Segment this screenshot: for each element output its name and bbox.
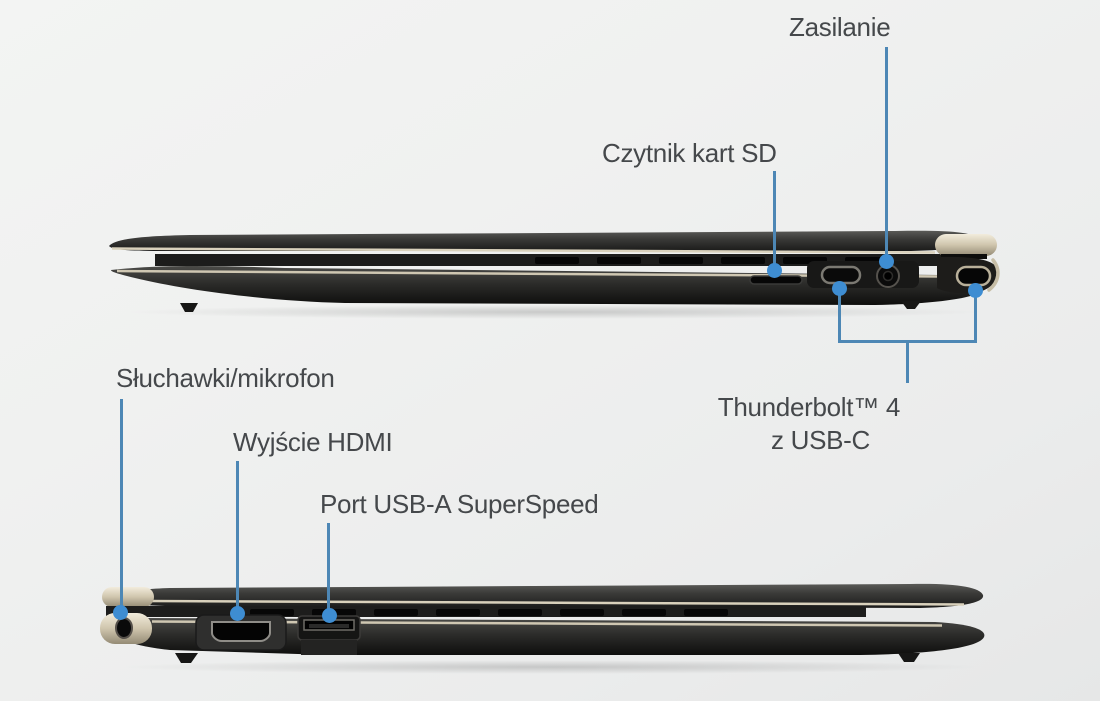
rubber-foot xyxy=(898,653,920,662)
callout-line-thunderbolt-right xyxy=(974,297,977,343)
usb-a-door xyxy=(301,640,357,655)
callout-line-power xyxy=(885,47,888,259)
rubber-foot xyxy=(901,301,921,309)
laptop-shadow xyxy=(125,305,985,319)
callout-bracket-thunderbolt xyxy=(838,340,977,343)
label-usb-a: Port USB-A SuperSpeed xyxy=(320,489,599,519)
power-jack-pin xyxy=(882,270,894,282)
corner-gold-rim xyxy=(987,258,1000,292)
rubber-foot xyxy=(175,653,198,663)
hdmi-port xyxy=(211,621,271,642)
callout-line-thunderbolt-left xyxy=(838,295,841,343)
laptop-shadow xyxy=(120,660,980,674)
laptop-right-side-view xyxy=(109,230,1000,319)
lid-accent-line xyxy=(111,247,936,254)
laptop-left-side-view xyxy=(100,583,985,674)
callout-dot-hdmi xyxy=(230,606,245,621)
callout-line-headphones xyxy=(120,399,123,607)
label-sd-reader: Czytnik kart SD xyxy=(602,138,777,168)
label-thunderbolt-line2: z USB-C xyxy=(770,425,870,455)
callout-line-usb-a xyxy=(327,523,330,609)
corner-cap-gold xyxy=(102,587,154,607)
callout-line-thunderbolt-stem xyxy=(906,343,909,383)
callout-line-sd-reader xyxy=(773,171,776,266)
callout-dot-usb-c xyxy=(832,281,847,296)
callout-dot-headphones xyxy=(113,605,128,620)
callout-dot-usb-a xyxy=(322,608,337,623)
label-power: Zasilanie xyxy=(789,12,891,42)
label-thunderbolt-line1: Thunderbolt™ 4 xyxy=(717,392,901,422)
headphone-jack xyxy=(115,617,133,639)
callout-dot-thunderbolt-corner xyxy=(968,283,983,298)
corner-cap-gold xyxy=(935,234,997,256)
rubber-foot xyxy=(180,303,198,312)
lid-accent-line xyxy=(147,599,965,606)
callout-dot-power xyxy=(879,254,894,269)
callout-dot-sd-reader xyxy=(767,263,782,278)
label-hdmi: Wyjście HDMI xyxy=(233,427,393,457)
base-accent-line xyxy=(116,269,944,278)
label-headphones-mic: Słuchawki/mikrofon xyxy=(116,363,335,393)
callout-line-hdmi xyxy=(236,461,239,607)
hinge-gap xyxy=(106,606,866,617)
laptop-lid xyxy=(109,230,979,251)
usb-a-tab xyxy=(309,624,349,628)
